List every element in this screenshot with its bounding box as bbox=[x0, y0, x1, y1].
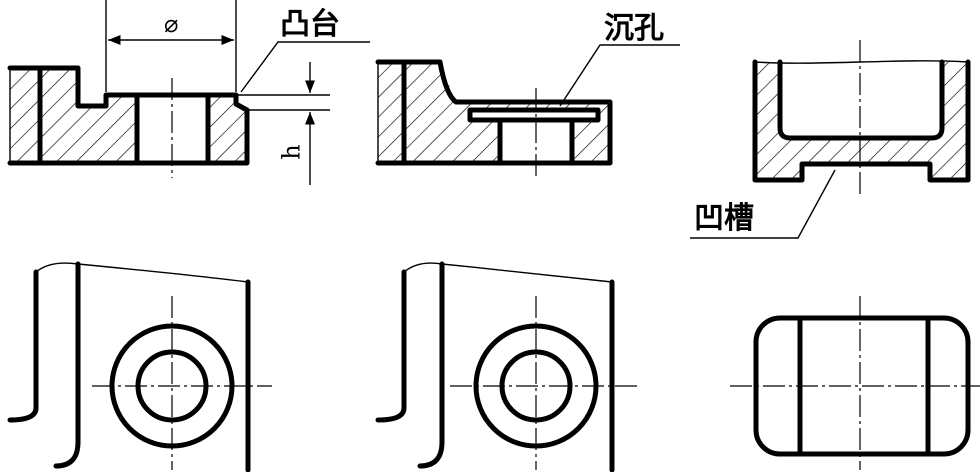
boss-section-view bbox=[7, 0, 370, 185]
groove-section-view bbox=[690, 40, 971, 239]
counterbore-label: 沉孔 bbox=[604, 11, 664, 46]
groove-label: 凹槽 bbox=[694, 201, 754, 236]
boss-hatching bbox=[10, 68, 247, 163]
boss-leader-line bbox=[240, 41, 370, 93]
groove-leader-line bbox=[690, 169, 836, 239]
groove-break-line bbox=[754, 60, 969, 64]
counterbore-top-break-line bbox=[403, 262, 613, 283]
height-symbol: h bbox=[277, 144, 306, 160]
counterbore-recess bbox=[467, 107, 601, 123]
groove-hatching bbox=[755, 62, 968, 180]
groove-top-view bbox=[730, 296, 980, 470]
boss-top-view bbox=[7, 261, 272, 472]
groove-inner-cavity bbox=[777, 59, 945, 141]
boss-top-left-edge bbox=[7, 269, 39, 423]
boss-top-break-line bbox=[35, 262, 249, 283]
counterbore-leader-line bbox=[559, 44, 680, 107]
counterbore-outline bbox=[375, 59, 613, 166]
groove-outline bbox=[752, 59, 971, 183]
boss-label: 凸台 bbox=[280, 7, 340, 42]
boss-outline bbox=[7, 65, 250, 166]
counterbore-top-view bbox=[375, 261, 640, 472]
diameter-symbol: ⌀ bbox=[164, 10, 179, 38]
counterbore-section-view bbox=[375, 44, 680, 178]
counterbore-top-inner-edge bbox=[417, 261, 445, 469]
boss-top-inner-edge bbox=[53, 261, 81, 469]
counterbore-top-left-edge bbox=[375, 269, 407, 423]
